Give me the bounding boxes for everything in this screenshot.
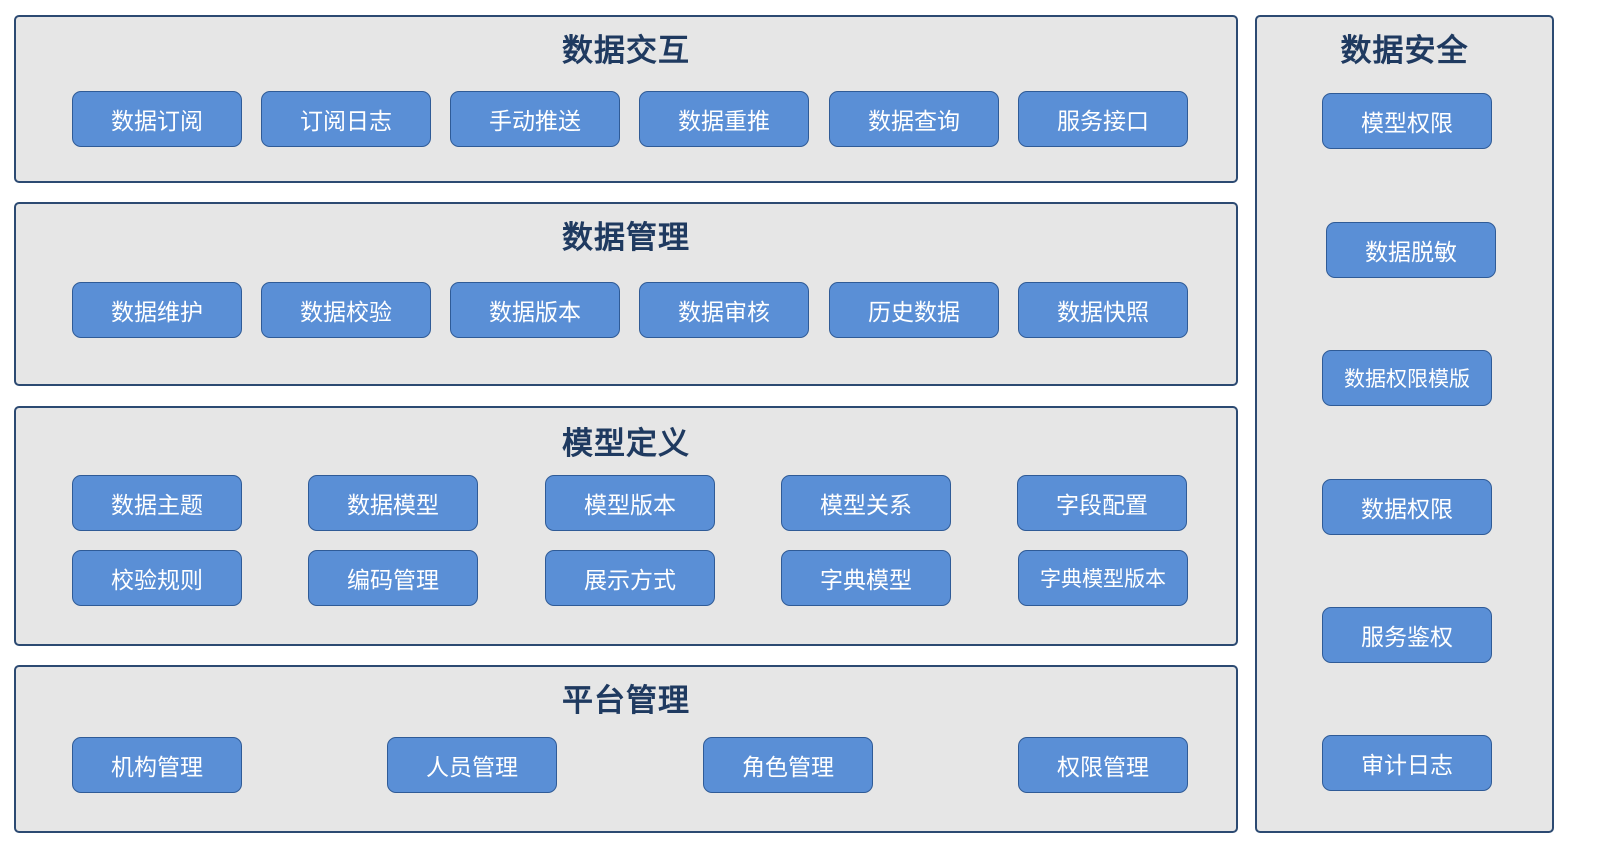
box-subscribe-log: 订阅日志 (261, 91, 431, 147)
panel-data-management: 数据管理 数据维护 数据校验 数据版本 数据审核 历史数据 数据快照 (14, 202, 1238, 386)
box-data-masking: 数据脱敏 (1326, 222, 1496, 278)
box-service-interface: 服务接口 (1018, 91, 1188, 147)
box-manual-push: 手动推送 (450, 91, 620, 147)
box-data-permission: 数据权限 (1322, 479, 1492, 535)
box-data-repush: 数据重推 (639, 91, 809, 147)
panel-title: 数据安全 (1340, 33, 1469, 69)
box-display-mode: 展示方式 (545, 550, 715, 606)
box-field-config: 字段配置 (1017, 475, 1187, 531)
box-dictionary-model-version: 字典模型版本 (1018, 550, 1188, 606)
panel-platform-management: 平台管理 机构管理 人员管理 角色管理 权限管理 (14, 665, 1238, 833)
box-model-version: 模型版本 (545, 475, 715, 531)
box-history-data: 历史数据 (829, 282, 999, 338)
box-permission-management: 权限管理 (1018, 737, 1188, 793)
box-org-management: 机构管理 (72, 737, 242, 793)
box-data-model: 数据模型 (308, 475, 478, 531)
panel-data-interaction: 数据交互 数据订阅 订阅日志 手动推送 数据重推 数据查询 服务接口 (14, 15, 1238, 183)
box-dictionary-model: 字典模型 (781, 550, 951, 606)
box-model-relation: 模型关系 (781, 475, 951, 531)
panel-title: 数据管理 (562, 220, 690, 256)
box-data-version: 数据版本 (450, 282, 620, 338)
box-data-query: 数据查询 (829, 91, 999, 147)
box-data-theme: 数据主题 (72, 475, 242, 531)
box-role-management: 角色管理 (703, 737, 873, 793)
box-audit-log: 审计日志 (1322, 735, 1492, 791)
panel-title: 平台管理 (562, 683, 690, 719)
panel-title: 数据交互 (562, 33, 690, 69)
box-data-validation: 数据校验 (261, 282, 431, 338)
box-code-management: 编码管理 (308, 550, 478, 606)
panel-model-definition: 模型定义 数据主题 数据模型 模型版本 模型关系 字段配置 校验规则 编码管理 … (14, 406, 1238, 646)
box-service-authentication: 服务鉴权 (1322, 607, 1492, 663)
box-data-snapshot: 数据快照 (1018, 282, 1188, 338)
box-data-review: 数据审核 (639, 282, 809, 338)
panel-title: 模型定义 (562, 426, 690, 462)
box-validation-rules: 校验规则 (72, 550, 242, 606)
box-data-subscribe: 数据订阅 (72, 91, 242, 147)
box-data-permission-template: 数据权限模版 (1322, 350, 1492, 406)
box-model-permission: 模型权限 (1322, 93, 1492, 149)
panel-data-security: 数据安全 模型权限 数据脱敏 数据权限模版 数据权限 服务鉴权 审计日志 (1255, 15, 1554, 833)
box-data-maintenance: 数据维护 (72, 282, 242, 338)
box-personnel-management: 人员管理 (387, 737, 557, 793)
